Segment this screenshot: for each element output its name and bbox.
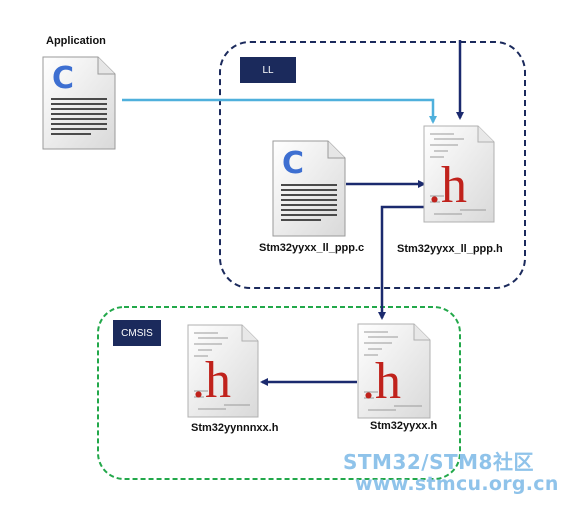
device-header-file-label: Stm32yyxx.h [370, 420, 438, 432]
application-c-file-icon: C [42, 56, 116, 150]
core-header-h-file-icon: .h [187, 324, 259, 418]
h-letter: .h [192, 352, 231, 409]
ll-group-tag: LL [240, 57, 296, 83]
c-letter: C [52, 61, 74, 96]
application-label: Application [46, 35, 106, 47]
device-header-h-file-icon: .h [357, 323, 431, 419]
ll-source-c-file-icon: C [272, 140, 346, 237]
ll-source-file-label: Stm32yyxx_ll_ppp.c [259, 242, 365, 254]
ll-header-h-file-icon: .h [423, 125, 495, 223]
cmsis-group-box [97, 306, 461, 480]
watermark-line1: STM32/STM8社区 [343, 450, 534, 474]
watermark-line2: www.stmcu.org.cn [355, 473, 559, 495]
core-header-file-label: Stm32yynnnxx.h [191, 422, 279, 434]
cmsis-group-tag: CMSIS [113, 320, 161, 346]
arrow-application-to-ll-header [122, 98, 437, 124]
ll-group-box [219, 41, 526, 289]
c-letter: C [282, 146, 304, 181]
h-letter: .h [428, 157, 467, 214]
ll-header-file-label: Stm32yyxx_ll_ppp.h [397, 243, 503, 255]
arrow-ll-header-to-device-header [378, 205, 430, 320]
h-letter: .h [362, 353, 401, 410]
